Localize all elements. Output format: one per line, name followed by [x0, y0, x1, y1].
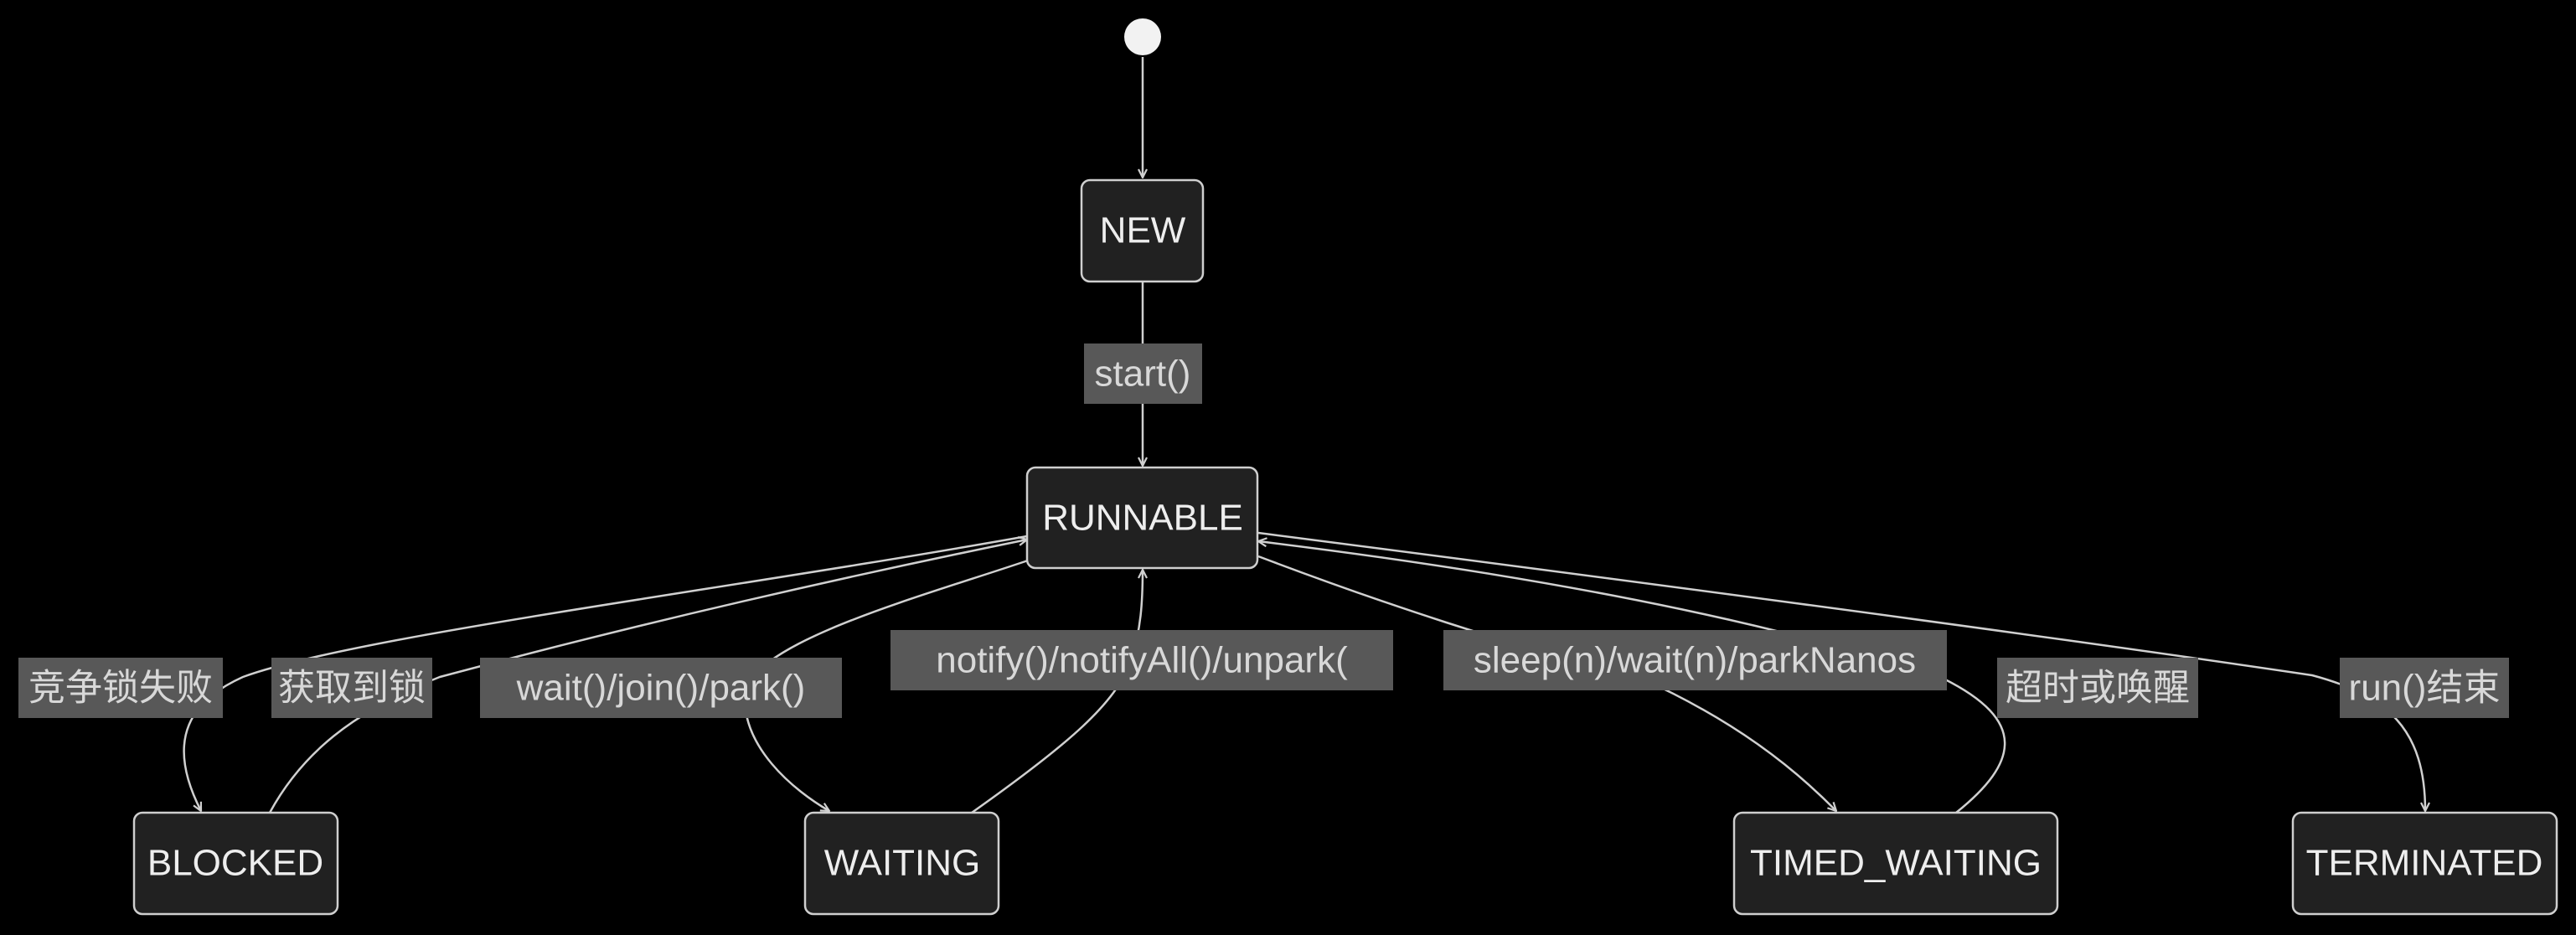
state-blocked: BLOCKED [132, 811, 339, 916]
state-new: NEW [1080, 178, 1205, 283]
label-sleep: sleep(n)/wait(n)/parkNanos [1443, 630, 1947, 690]
label-block: 竞争锁失败 [18, 658, 223, 718]
svg-text:wait()/join()/park(): wait()/join()/park() [516, 668, 806, 709]
state-runnable-label: RUNNABLE [1042, 498, 1243, 539]
state-blocked-label: BLOCKED [147, 843, 323, 884]
state-new-label: NEW [1100, 210, 1186, 251]
state-waiting-label: WAITING [824, 843, 981, 884]
svg-text:start(): start() [1095, 354, 1191, 395]
label-timeout: 超时或唤醒 [1997, 658, 2198, 718]
svg-text:超时或唤醒: 超时或唤醒 [2006, 668, 2190, 709]
edge-waiting-to-runnable [971, 570, 1143, 814]
label-terminate: run()结束 [2340, 658, 2509, 718]
label-unblock: 获取到锁 [271, 658, 432, 718]
label-wait: wait()/join()/park() [480, 658, 842, 718]
edge-runnable-to-blocked [183, 535, 1028, 811]
svg-text:竞争锁失败: 竞争锁失败 [28, 668, 213, 709]
state-terminated: TERMINATED [2291, 811, 2558, 916]
initial-state-dot [1124, 18, 1161, 55]
state-timed-waiting-label: TIMED_WAITING [1750, 843, 2042, 884]
state-runnable: RUNNABLE [1025, 466, 1259, 570]
state-timed-waiting: TIMED_WAITING [1732, 811, 2059, 916]
svg-text:notify()/notifyAll()/unpark(: notify()/notifyAll()/unpark( [936, 640, 1348, 681]
label-start: start() [1084, 344, 1202, 404]
state-terminated-label: TERMINATED [2306, 843, 2543, 884]
edge-blocked-to-runnable [268, 540, 1027, 814]
label-notify: notify()/notifyAll()/unpark( [891, 630, 1393, 690]
svg-text:获取到锁: 获取到锁 [278, 668, 426, 709]
svg-text:run()结束: run()结束 [2349, 668, 2501, 709]
state-waiting: WAITING [803, 811, 1000, 916]
svg-text:sleep(n)/wait(n)/parkNanos: sleep(n)/wait(n)/parkNanos [1474, 640, 1916, 681]
